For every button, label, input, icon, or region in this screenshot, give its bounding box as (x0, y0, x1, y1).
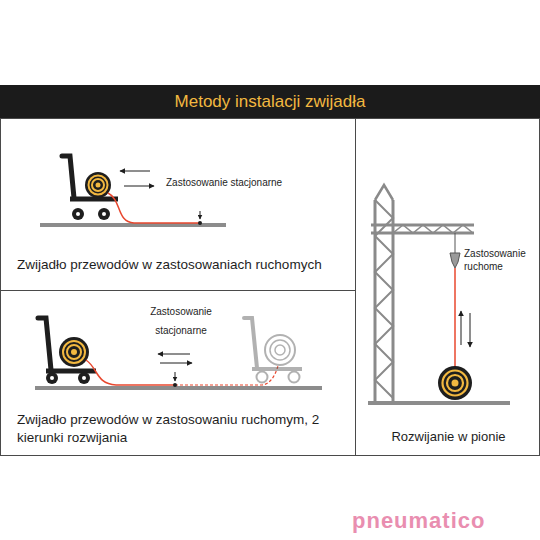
callout-label: Zastosowanie stacjonarne (139, 302, 223, 340)
cart-handle (62, 156, 74, 198)
panel: Zastosowanie ruchomeRozwijanie w pionie (355, 118, 540, 456)
hose-reel (438, 366, 472, 400)
hose-reel (85, 172, 111, 198)
callout-label: Zastosowanie stacjonarne (166, 176, 316, 189)
hose-reel (59, 337, 89, 367)
anchor-point (198, 221, 202, 225)
panel-caption: Rozwijanie w pionie (360, 429, 537, 446)
panel-caption: Zwijadło przewodów w zastosowaniu ruchom… (17, 411, 337, 446)
tower-leg (374, 200, 377, 401)
direction-arrow (124, 186, 154, 187)
wheel (46, 372, 58, 384)
hose (454, 268, 456, 370)
cart (40, 156, 226, 225)
hook (450, 253, 460, 268)
panel: Zastosowanie stacjonarneZwijadło przewod… (0, 118, 356, 291)
cart-ghost (244, 318, 302, 383)
wheel (98, 208, 110, 220)
direction-arrow (470, 313, 471, 347)
callout-label: Zastosowanie ruchome (464, 247, 534, 273)
anchor-arrow (200, 211, 201, 219)
cart-handle (38, 318, 51, 370)
direction-arrow (120, 171, 150, 172)
direction-arrow (461, 311, 462, 345)
direction-arrow (158, 354, 190, 355)
panel: Zastosowanie stacjonarneZwijadło przewod… (0, 290, 356, 456)
wheel (72, 208, 84, 220)
crane (368, 185, 510, 403)
ground-line (368, 401, 510, 405)
panel-caption: Zwijadło przewodów w zastosowaniach ruch… (17, 256, 352, 274)
watermark: pneumatico (352, 508, 485, 534)
tower-lattice (375, 236, 393, 398)
rope (455, 233, 456, 253)
title: Metody instalacji zwijadła (0, 85, 540, 118)
wheel (78, 372, 90, 384)
hose (108, 193, 200, 223)
ground-line (35, 386, 322, 390)
anchor-point (173, 383, 177, 387)
anchor-arrow (175, 372, 176, 381)
tower-leg (392, 200, 395, 401)
direction-arrow (160, 363, 192, 364)
hose (86, 360, 175, 385)
